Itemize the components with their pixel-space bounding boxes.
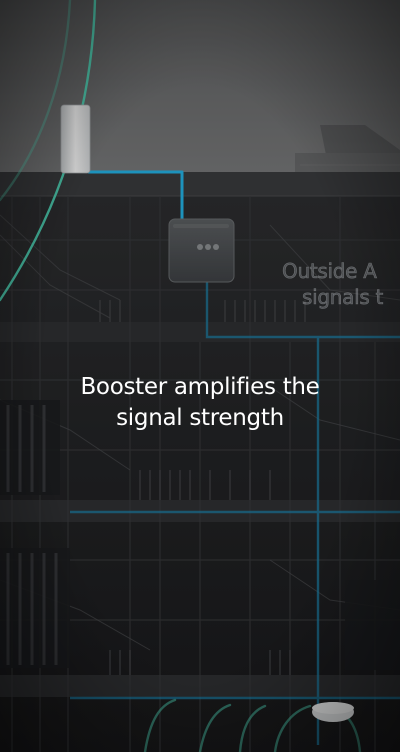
caption-line-2: signal strength (116, 405, 284, 431)
caption-text: Booster amplifies the signal strength (0, 372, 400, 434)
faded-label-line-2: signals t (302, 285, 384, 310)
caption-line-1: Booster amplifies the (80, 374, 320, 400)
faded-label-line-1: Outside A (282, 259, 377, 284)
faded-background-label: Outside A signals t (282, 258, 400, 310)
